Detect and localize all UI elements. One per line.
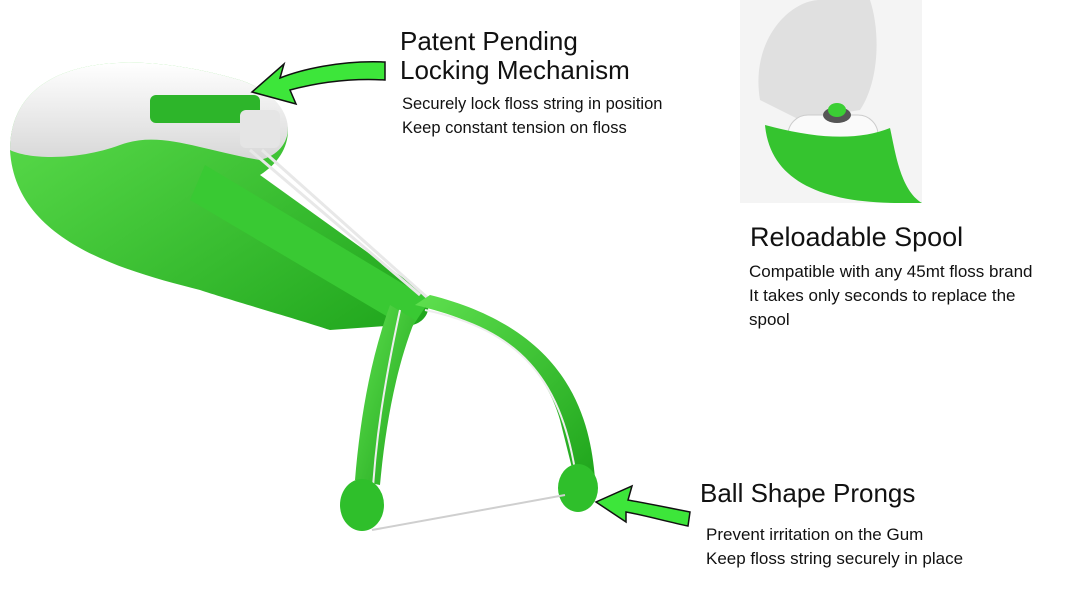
locking-desc-line1: Securely lock floss string in position [402, 95, 663, 113]
flosser-fork [340, 295, 598, 531]
arrow-locking-icon [250, 60, 386, 106]
flosser-handle [10, 62, 431, 330]
spool-inset-image [740, 0, 922, 203]
spool-desc-line2: It takes only seconds to replace the [749, 286, 1016, 305]
right-prong-ball [558, 464, 598, 512]
prongs-desc-line1: Prevent irritation on the Gum [706, 525, 924, 544]
spool-title: Reloadable Spool [750, 222, 964, 252]
locking-desc-line2: Keep constant tension on floss [402, 119, 627, 137]
left-prong-ball [340, 479, 384, 531]
prongs-title: Ball Shape Prongs [700, 478, 916, 508]
locking-title-line2: Locking Mechanism [400, 55, 630, 85]
prongs-desc-line2: Keep floss string securely in place [706, 549, 964, 568]
locking-title-line1: Patent Pending [400, 26, 578, 56]
spool-desc-line3: spool [749, 310, 790, 329]
spool-desc-line1: Compatible with any 45mt floss brand [749, 262, 1033, 281]
floss-string [371, 494, 566, 531]
arrow-prongs-icon [594, 484, 691, 527]
